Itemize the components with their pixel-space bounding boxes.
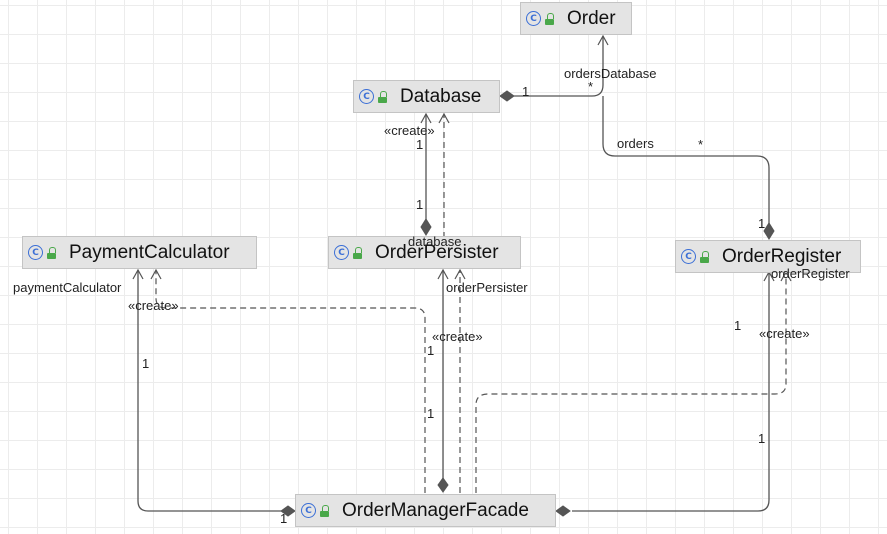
- facade-register-composition-diamond: [555, 505, 571, 517]
- public-lock-icon: [320, 504, 330, 517]
- db-order-association: [514, 34, 609, 97]
- class-icon: C: [681, 249, 696, 264]
- label-persister-mult-upper: 1: [427, 343, 435, 358]
- label-register-create: «create»: [759, 326, 810, 341]
- label-facade-payment-mult: 1: [280, 511, 288, 526]
- class-database[interactable]: C Database: [353, 80, 500, 113]
- class-order-persister[interactable]: C OrderPersister: [328, 236, 521, 269]
- class-icon: C: [526, 11, 541, 26]
- class-name-database: Database: [400, 85, 482, 107]
- facade-persister-composition-diamond: [437, 477, 449, 493]
- public-lock-icon: [378, 90, 388, 103]
- label-orders-database: ordersDatabase: [564, 66, 657, 81]
- label-register-facade-mult: 1: [758, 431, 766, 446]
- label-db-persister-mult-bottom: 1: [416, 197, 424, 212]
- class-name-order-register: OrderRegister: [722, 245, 842, 267]
- public-lock-icon: [47, 246, 57, 259]
- label-db-order-mult-1: 1: [522, 84, 530, 99]
- class-icon: C: [301, 503, 316, 518]
- label-payment-create: «create»: [128, 298, 179, 313]
- class-order-register[interactable]: C OrderRegister: [675, 240, 861, 273]
- label-payment-mult: 1: [142, 356, 150, 371]
- label-register-mult-1: 1: [758, 216, 766, 231]
- class-name-order: Order: [567, 7, 616, 29]
- facade-create-register-dependency: [475, 270, 792, 493]
- class-icon: C: [359, 89, 374, 104]
- class-payment-calculator[interactable]: C PaymentCalculator: [22, 236, 257, 269]
- facade-create-payment-dependency: [150, 268, 426, 493]
- class-name-order-manager-facade: OrderManagerFacade: [342, 499, 529, 521]
- register-order-association: [602, 96, 770, 225]
- label-db-persister-mult-top: 1: [416, 137, 424, 152]
- db-order-composition-diamond: [499, 90, 515, 102]
- label-database: database: [408, 234, 462, 249]
- label-db-order-mult-star: *: [588, 79, 594, 94]
- label-db-create: «create»: [384, 123, 435, 138]
- register-orders-composition-diamond: [763, 222, 775, 240]
- class-order-manager-facade[interactable]: C OrderManagerFacade: [295, 494, 556, 527]
- class-order[interactable]: C Order: [520, 2, 632, 35]
- label-order-register: orderRegister: [771, 266, 850, 281]
- label-order-persister: orderPersister: [446, 280, 528, 295]
- label-payment-calculator: paymentCalculator: [13, 280, 122, 295]
- label-persister-mult-lower: 1: [427, 406, 435, 421]
- public-lock-icon: [545, 12, 555, 25]
- label-persister-create: «create»: [432, 329, 483, 344]
- label-orders-star: *: [698, 137, 704, 152]
- label-orders: orders: [617, 136, 654, 151]
- class-name-order-persister: OrderPersister: [375, 241, 499, 263]
- class-icon: C: [334, 245, 349, 260]
- persister-db-composition-diamond: [420, 218, 432, 236]
- class-name-payment-calculator: PaymentCalculator: [69, 241, 230, 263]
- facade-register-association: [572, 270, 775, 512]
- class-icon: C: [28, 245, 43, 260]
- facade-payment-association: [132, 268, 281, 512]
- public-lock-icon: [700, 250, 710, 263]
- public-lock-icon: [353, 246, 363, 259]
- label-register-create-mult: 1: [734, 318, 742, 333]
